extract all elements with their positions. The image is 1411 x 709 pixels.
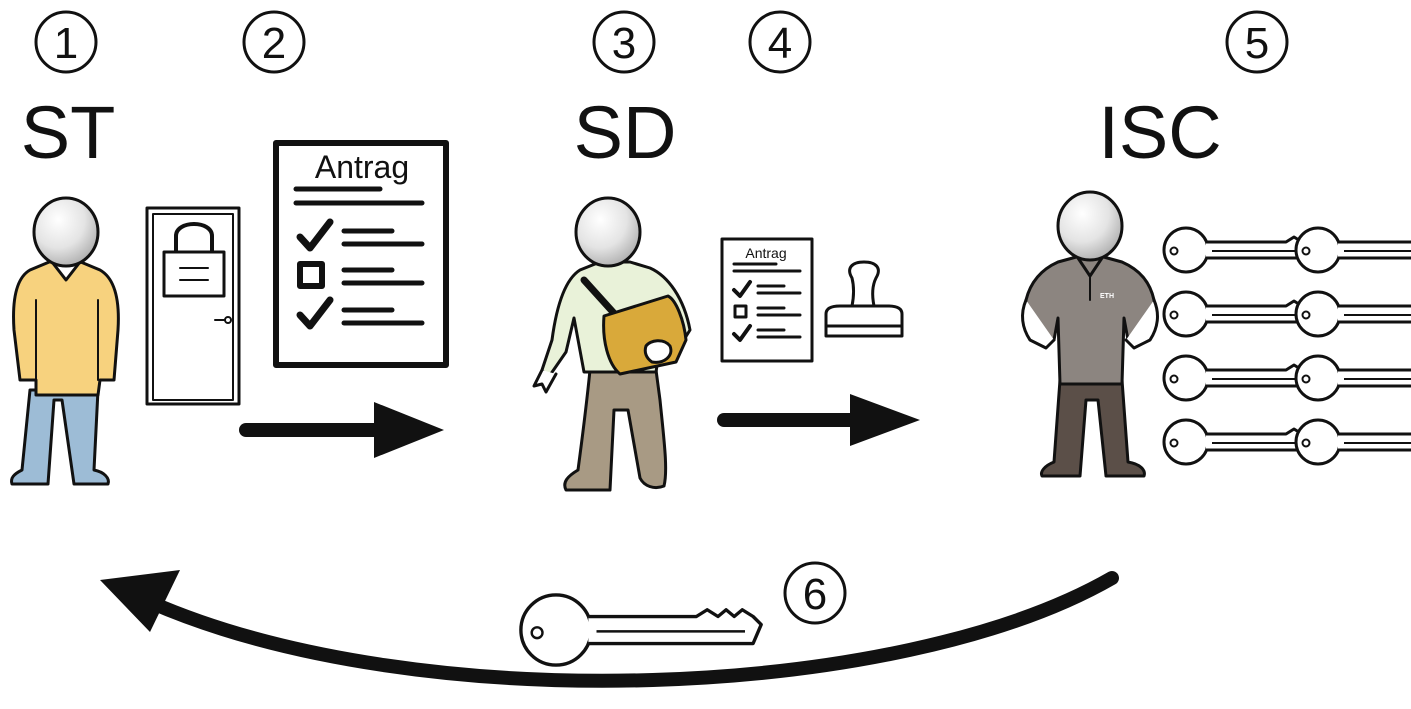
arrow-isc-to-st [100,570,1119,688]
person-isc-icon: ETH [1021,190,1159,478]
application-form-large: Antrag [273,140,449,368]
keys-collection [1162,226,1411,466]
svg-text:2: 2 [262,19,286,68]
person-sd-icon [532,196,692,492]
key-icon [1294,290,1411,338]
label-isc: ISC [1098,91,1221,174]
svg-text:Antrag: Antrag [745,245,786,261]
stamp-icon [824,260,904,338]
svg-text:6: 6 [803,570,827,619]
locked-door-icon [145,206,241,406]
label-st: ST [21,91,116,174]
step-5-marker: 5 [1225,10,1289,74]
key-icon [519,593,763,667]
isc-badge: ETH [1100,293,1114,300]
key-icon [1294,354,1411,402]
arrow-st-to-sd [239,402,444,458]
svg-text:Antrag: Antrag [315,149,409,185]
key-icon [1294,226,1411,274]
svg-text:3: 3 [612,19,636,68]
step-3-marker: 3 [592,10,656,74]
person-st-icon [10,196,120,486]
step-1-marker: 1 [34,10,98,74]
key-icon [1294,418,1411,466]
step-6-marker: 6 [783,561,847,625]
svg-text:4: 4 [768,19,792,68]
application-form-small: Antrag [720,237,814,363]
label-sd: SD [574,91,677,174]
svg-text:1: 1 [54,19,78,68]
arrow-sd-to-isc [717,394,920,446]
svg-text:5: 5 [1245,19,1269,68]
step-4-marker: 4 [748,10,812,74]
step-2-marker: 2 [242,10,306,74]
